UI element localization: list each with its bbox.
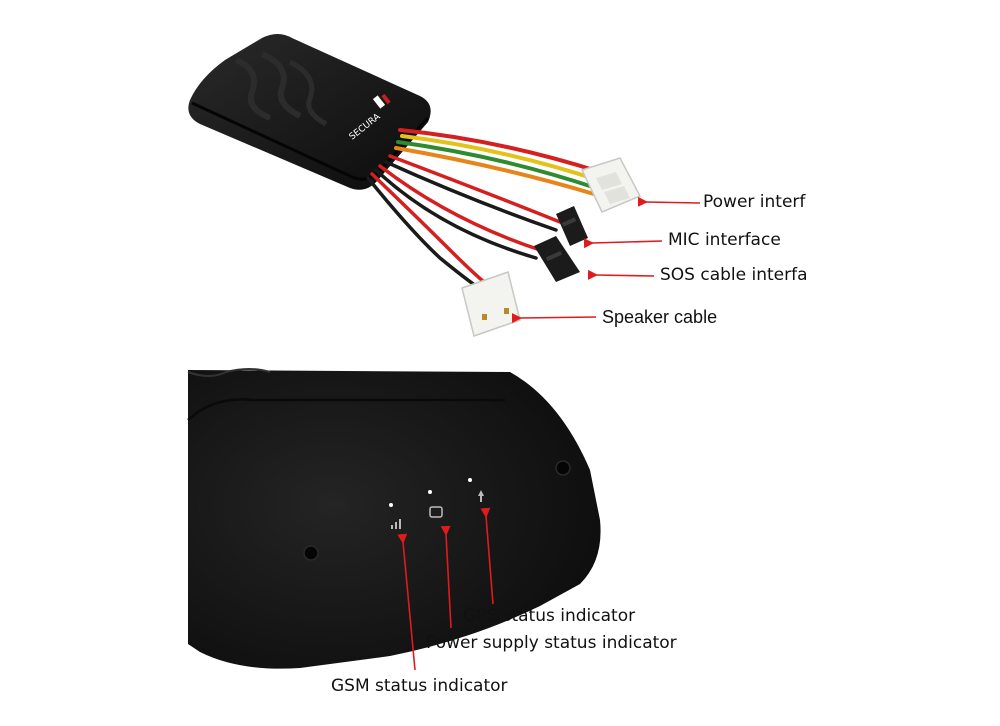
satellite-icon [478, 490, 484, 502]
power-connector [580, 157, 642, 213]
power-interface-arrow [637, 196, 701, 207]
power-led [428, 490, 432, 494]
power-status-arrow [440, 525, 452, 629]
gps-tracker-top-view: SECURA [188, 34, 701, 337]
mic-interface-label: MIC interface [668, 230, 781, 250]
speaker-cable-arrow [511, 313, 597, 324]
gps-status-label: GPS status indicator [463, 606, 636, 626]
gsm-status-arrow [397, 533, 416, 671]
mic-interface-arrow [583, 238, 663, 249]
gps-led [468, 478, 472, 482]
power-interface-label: Power interf [703, 192, 806, 212]
tracker-closeup-body [188, 370, 601, 669]
gsm-led [389, 503, 393, 507]
mounting-hole-left [303, 545, 319, 561]
power-supply-status-label: Power supply status indicator [426, 633, 677, 653]
sos-interface-label: SOS cable interfa [660, 265, 808, 285]
gps-tracker-closeup [187, 368, 601, 671]
gps-status-arrow [480, 507, 494, 605]
mic-connector [556, 206, 588, 246]
mounting-hole-right [555, 460, 571, 476]
gsm-status-label: GSM status indicator [331, 676, 508, 696]
gsm-signal-icon [391, 519, 401, 529]
cable-bundle [366, 128, 602, 288]
sos-connector [534, 236, 580, 282]
speaker-cable-label: Speaker cable [602, 307, 718, 327]
power-plug-icon [429, 506, 443, 518]
sos-interface-arrow [587, 269, 655, 280]
